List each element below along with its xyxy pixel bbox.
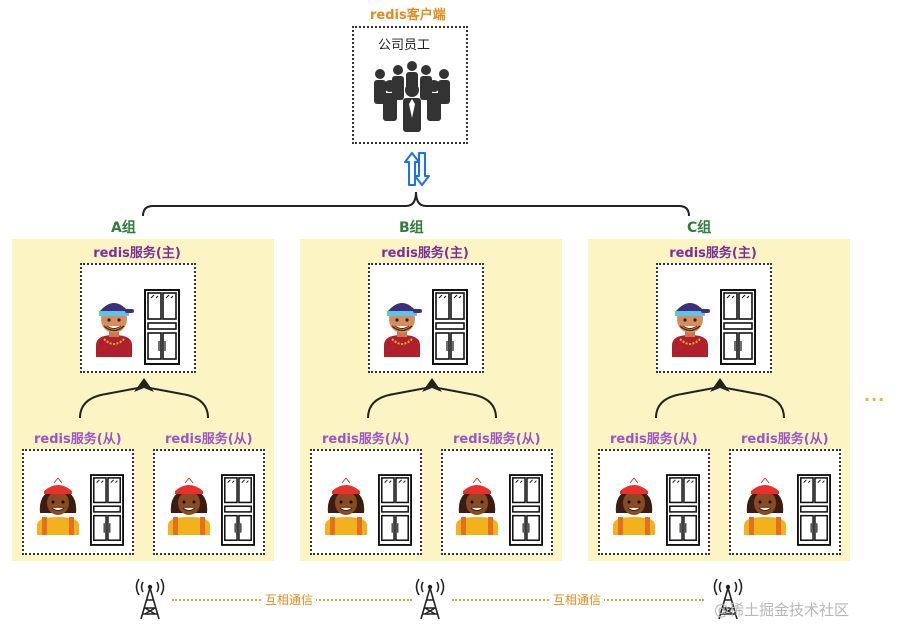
group-label: A组 (111, 220, 136, 236)
client-group-brace (140, 186, 692, 218)
slave-node (598, 449, 710, 555)
client-label: 公司员工 (378, 38, 431, 53)
slave-person-icon (34, 477, 82, 535)
replication-arrows (652, 376, 788, 420)
cabinet-icon (144, 289, 180, 365)
replication-arrows (76, 376, 212, 420)
cabinet-icon (221, 471, 255, 549)
signal-tower-icon (414, 576, 446, 620)
slave-title: redis服务(从) (165, 432, 253, 447)
watermark: @稀土掘金技术社区 (714, 601, 850, 619)
master-person-icon (668, 295, 712, 357)
signal-tower-icon (712, 576, 744, 620)
more-indicator: ··· (864, 390, 886, 409)
cabinet-icon (90, 471, 124, 549)
master-person-icon (92, 295, 136, 357)
cabinet-icon (720, 289, 756, 365)
comm-label-1: 互相通信 (262, 591, 317, 608)
slave-person-icon (610, 477, 658, 535)
group-label: C组 (687, 220, 712, 236)
slave-title: redis服务(从) (322, 432, 410, 447)
slave-title: redis服务(从) (34, 432, 122, 447)
people-group-icon (366, 60, 458, 136)
master-title: redis服务(主) (93, 246, 181, 261)
master-title: redis服务(主) (669, 246, 757, 261)
cabinet-icon (797, 471, 831, 549)
slave-title: redis服务(从) (610, 432, 698, 447)
slave-node (22, 449, 134, 555)
master-node (368, 263, 484, 373)
cabinet-icon (666, 471, 700, 549)
slave-node (441, 449, 553, 555)
slave-person-icon (741, 477, 789, 535)
slave-node (310, 449, 422, 555)
comm-label-2: 互相通信 (550, 591, 605, 608)
slave-title: redis服务(从) (741, 432, 829, 447)
replication-arrows (364, 376, 500, 420)
slave-person-icon (322, 477, 370, 535)
slave-node (729, 449, 841, 555)
slave-node (153, 449, 265, 555)
master-node (656, 263, 772, 373)
slave-person-icon (453, 477, 501, 535)
master-person-icon (380, 295, 424, 357)
bidirectional-arrow-icon (401, 150, 433, 188)
slave-title: redis服务(从) (453, 432, 541, 447)
signal-tower-icon (134, 576, 166, 620)
client-title: redis客户端 (370, 8, 446, 23)
client-box: 公司员工 (352, 26, 468, 144)
master-title: redis服务(主) (381, 246, 469, 261)
cabinet-icon (432, 289, 468, 365)
cabinet-icon (378, 471, 412, 549)
master-node (80, 263, 196, 373)
group-label: B组 (399, 220, 424, 236)
slave-person-icon (165, 477, 213, 535)
cabinet-icon (509, 471, 543, 549)
